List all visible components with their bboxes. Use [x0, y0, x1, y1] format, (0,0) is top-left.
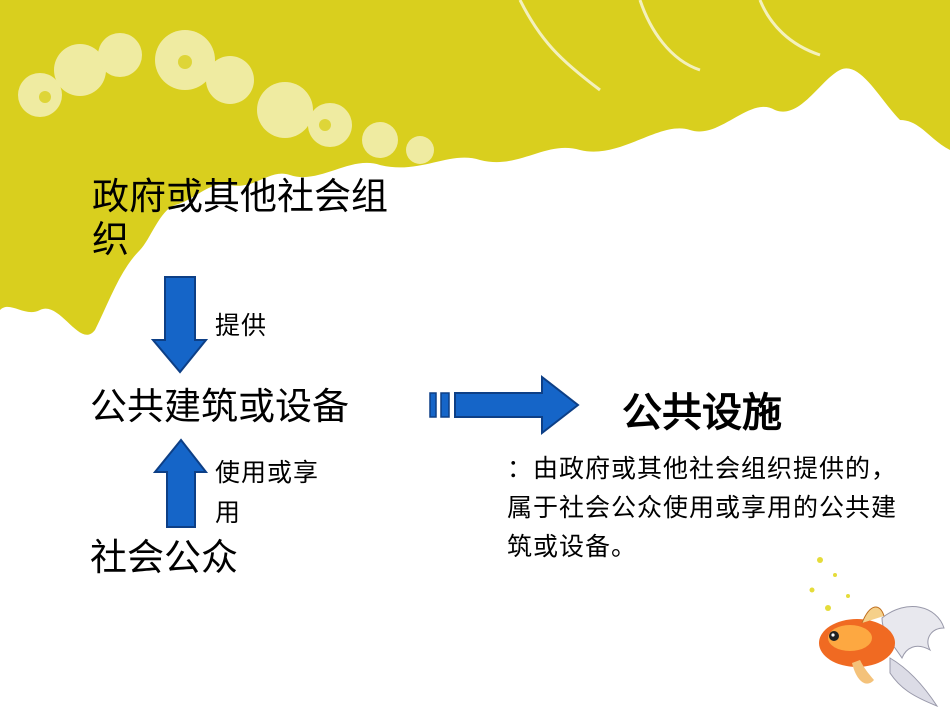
flower-centers	[39, 55, 331, 131]
definition-text: ：由政府或其他社会组织提供的，属于社会公众使用或享用的公共建筑或设备。	[507, 454, 898, 561]
term-title: 公共设施	[622, 390, 782, 436]
edge-label-use: 使用或享用	[215, 458, 320, 527]
speckle-dots	[809, 557, 850, 611]
edge-label-provide: 提供	[215, 311, 268, 340]
flower-decoration	[18, 30, 434, 164]
node-public: 社会公众	[90, 536, 238, 579]
white-streaks	[518, 0, 821, 92]
node-government: 政府或其他社会组织	[92, 175, 388, 261]
goldfish-image	[819, 606, 945, 708]
up-arrow	[152, 438, 209, 528]
right-arrow	[429, 374, 580, 436]
down-arrow	[150, 276, 209, 374]
node-facilities: 公共建筑或设备	[90, 385, 349, 428]
